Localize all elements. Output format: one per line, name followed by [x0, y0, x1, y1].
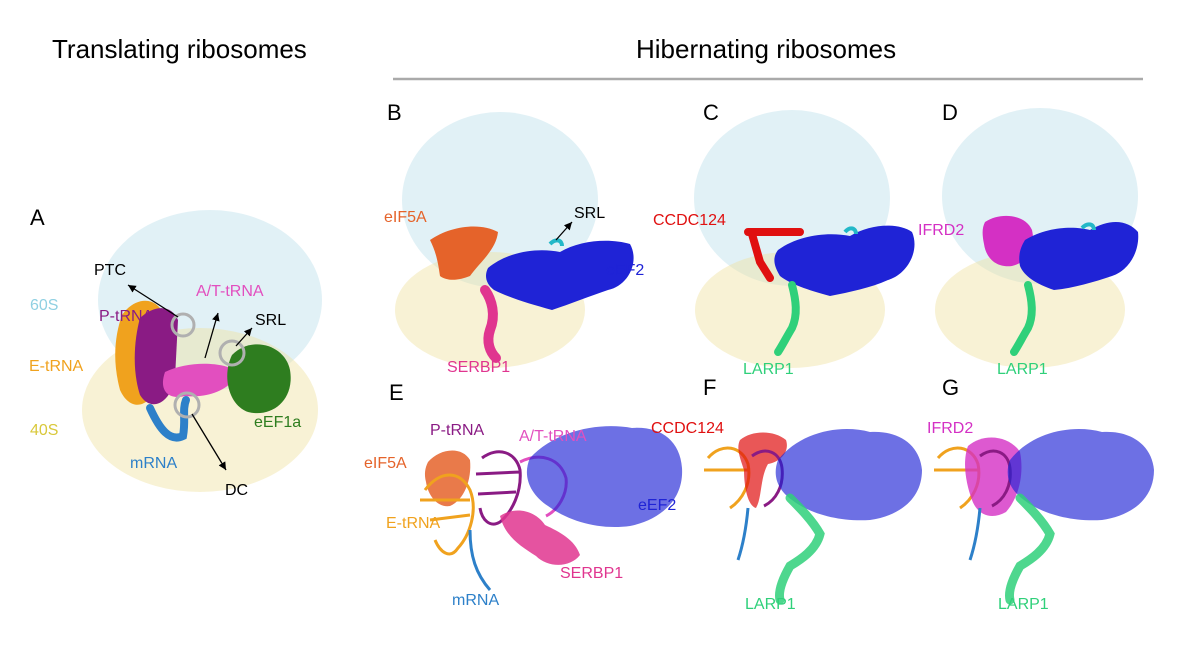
label-larp1: LARP1 [997, 361, 1048, 378]
label-a-t-trna: A/T-tRNA [196, 283, 264, 300]
panel-a-structure [82, 210, 322, 492]
ptrna-ribbon [475, 450, 522, 526]
label-dc: DC [225, 482, 249, 499]
panel-letter-e: E [389, 380, 404, 405]
panel-b-structure [395, 112, 634, 368]
eef1a-density [227, 344, 291, 414]
label-eif5a: eIF5A [364, 455, 407, 472]
panel-c-structure [694, 110, 915, 368]
mrna-ribbon [968, 507, 982, 561]
serbp1-surface [500, 510, 580, 565]
dc-arrow [191, 413, 227, 471]
eif5a-density [430, 226, 498, 280]
srl-site-circle [218, 339, 246, 367]
label-srl: SRL [255, 312, 287, 329]
label-ifrd2: IFRD2 [918, 222, 965, 239]
mrna-ribbon [468, 529, 492, 591]
srl-density [1080, 222, 1096, 231]
label-eef2: eEF2 [638, 497, 677, 514]
label-e-trna: E-tRNA [29, 358, 84, 375]
label-60s: 60S [30, 297, 59, 314]
label-serbp1: SERBP1 [560, 565, 624, 582]
label-e-trna: E-tRNA [386, 515, 441, 532]
mrna-ribbon [736, 507, 750, 561]
eef2-surface [1007, 429, 1154, 521]
label-ccdc124: CCDC124 [651, 420, 724, 437]
label-srl: SRL [574, 205, 606, 222]
panel-letter-g: G [942, 375, 960, 400]
panel-e-structure [420, 426, 683, 591]
panel-d-structure [935, 108, 1139, 368]
panel-letter-b: B [387, 100, 402, 125]
panel-f-structure [704, 429, 922, 605]
atrna-density [162, 363, 238, 397]
eef2-surface [775, 429, 922, 521]
label-40s: 40S [30, 422, 59, 439]
larp1-surface [1005, 493, 1055, 605]
label-ifrd2: IFRD2 [927, 420, 974, 437]
label-larp1: LARP1 [745, 596, 796, 613]
label-mrna: mRNA [130, 455, 178, 472]
label-eef2: eEF2 [606, 262, 645, 279]
label-a-t-trna: A/T-tRNA [519, 428, 587, 445]
heading-hibernating: Hibernating ribosomes [636, 34, 897, 64]
srl-density [548, 238, 564, 247]
ccdc124-density [744, 228, 804, 282]
panel-letter-d: D [942, 100, 958, 125]
label-larp1: LARP1 [998, 596, 1049, 613]
label-serbp1: SERBP1 [447, 359, 511, 376]
eif5a-density [424, 450, 471, 507]
srl-arrow [235, 327, 253, 347]
srl-arrow [555, 221, 573, 241]
serbp1-density [480, 285, 501, 363]
label-ccdc124: CCDC124 [653, 212, 726, 229]
panel-letter-a: A [30, 205, 45, 230]
heading-translating: Translating ribosomes [52, 34, 307, 64]
ccdc124-surface [738, 432, 787, 508]
panel-g-structure [934, 429, 1154, 605]
larp1-density [774, 281, 800, 356]
label-ptc: PTC [94, 262, 126, 279]
label-eif5a: eIF5A [384, 209, 427, 226]
ptc-arrow [127, 284, 179, 318]
label-eef1a: eEF1a [254, 414, 302, 431]
label-larp1: LARP1 [743, 361, 794, 378]
eef2-surface [526, 426, 683, 528]
panel-letter-c: C [703, 100, 719, 125]
eef2-density [774, 225, 915, 296]
label-p-trna: P-tRNA [430, 422, 485, 439]
dc-site-circle [173, 391, 201, 419]
atrna-arrow [204, 312, 220, 359]
larp1-density [1010, 281, 1036, 356]
etrna-ribbon [420, 473, 475, 556]
srl-density [843, 226, 858, 235]
eef2-density [486, 240, 634, 310]
larp1-surface [775, 493, 825, 605]
label-mrna: mRNA [452, 592, 500, 609]
eef2-density [1019, 221, 1139, 290]
panel-letter-f: F [703, 375, 717, 400]
ptc-site-circle [170, 312, 196, 338]
mrna-density [146, 396, 190, 442]
label-p-trna: P-tRNA [99, 308, 154, 325]
